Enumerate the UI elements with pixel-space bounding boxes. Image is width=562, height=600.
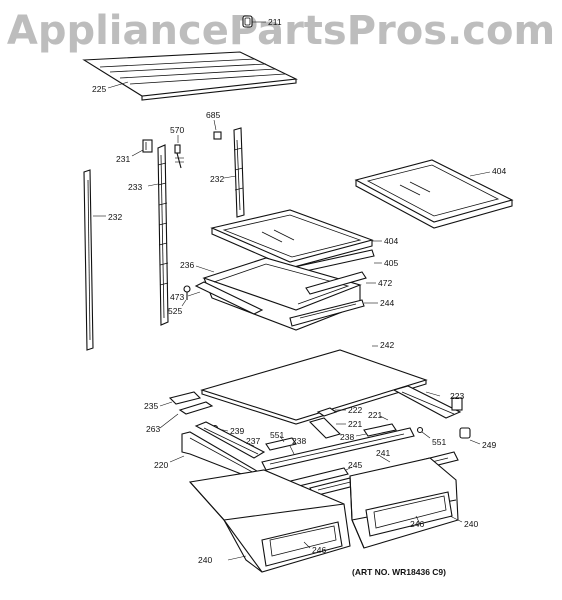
part-240-left-drawer <box>188 469 351 573</box>
part-221-right-divider <box>379 415 389 421</box>
callout-473: 473 <box>170 292 184 302</box>
callout-231: 231 <box>116 154 130 164</box>
part-222-clip <box>316 407 346 417</box>
callout-239: 221 <box>348 419 362 429</box>
callout-237: 238 <box>292 436 306 446</box>
callout-525: 525 <box>168 306 182 316</box>
part-239-bracket <box>308 417 346 439</box>
callout-404-center: 404 <box>384 236 398 246</box>
callout-220: 220 <box>154 460 168 470</box>
callout-241: 241 <box>376 448 390 458</box>
callout-221-right: 221 <box>368 410 382 420</box>
callout-263: 263 <box>146 424 160 434</box>
part-473-runner <box>187 281 264 315</box>
part-233-ladder-rail <box>147 144 169 326</box>
part-231-clip <box>131 139 153 157</box>
part-232-left-rail <box>83 169 106 351</box>
callout-235: 235 <box>144 401 158 411</box>
callout-221-left: 237 <box>246 436 260 446</box>
part-570-screw <box>174 135 184 169</box>
callout-551-left: 239 <box>230 426 244 436</box>
callout-242: 242 <box>380 340 394 350</box>
part-404-right-shelf <box>354 159 514 229</box>
part-237-divider-rail <box>261 427 415 471</box>
callout-244: 244 <box>380 298 394 308</box>
part-685-fastener <box>213 119 222 140</box>
part-235-bracket <box>159 391 202 407</box>
part-242-glass-cover <box>200 345 428 425</box>
callout-238-right: 238 <box>340 432 354 442</box>
part-238-right-insert <box>355 423 397 437</box>
part-232-center-rail <box>223 127 245 218</box>
part-238-left-insert <box>265 435 297 451</box>
callout-236: 236 <box>180 260 194 270</box>
part-223-support <box>392 385 463 419</box>
callout-232-left: 232 <box>108 212 122 222</box>
callout-222: 222 <box>348 405 362 415</box>
callout-233: 233 <box>128 182 142 192</box>
callout-245: 245 <box>348 460 362 470</box>
part-246-left-handle <box>303 541 311 549</box>
callout-232-center: 232 <box>210 174 224 184</box>
part-249-knob <box>459 427 481 445</box>
part-472-runner <box>305 271 376 295</box>
part-525-pin <box>181 285 191 307</box>
callout-685: 685 <box>206 110 220 120</box>
callout-240-left: 240 <box>198 555 212 565</box>
part-211-knob <box>242 15 266 28</box>
part-246-right-handle <box>415 515 421 525</box>
part-240-right-drawer <box>349 457 463 549</box>
callout-223: 223 <box>450 391 464 401</box>
art-number: (ART NO. WR18436 C9) <box>352 567 446 577</box>
callout-570: 570 <box>170 125 184 135</box>
watermark: AppliancePartsPros.com <box>6 8 556 54</box>
callout-labels: 211 225 685 570 231 233 232 232 404 404 … <box>92 17 506 565</box>
part-263-strip <box>159 401 214 429</box>
callout-472: 472 <box>378 278 392 288</box>
callout-551-right: 551 <box>432 437 446 447</box>
part-225-wire-shelf <box>82 51 298 101</box>
callout-211: 211 <box>268 17 282 27</box>
callout-246-left: 246 <box>312 545 326 555</box>
part-551-screw-right <box>416 426 431 439</box>
part-221-left-divider <box>194 421 266 459</box>
callout-238-left: 551 <box>270 430 284 440</box>
callout-405: 405 <box>384 258 398 268</box>
callout-240-right: 240 <box>464 519 478 529</box>
callout-404-right: 404 <box>492 166 506 176</box>
callout-246-right: 246 <box>410 519 424 529</box>
callout-225: 225 <box>92 84 106 94</box>
part-244-rail <box>289 299 378 327</box>
callout-249: 249 <box>482 440 496 450</box>
